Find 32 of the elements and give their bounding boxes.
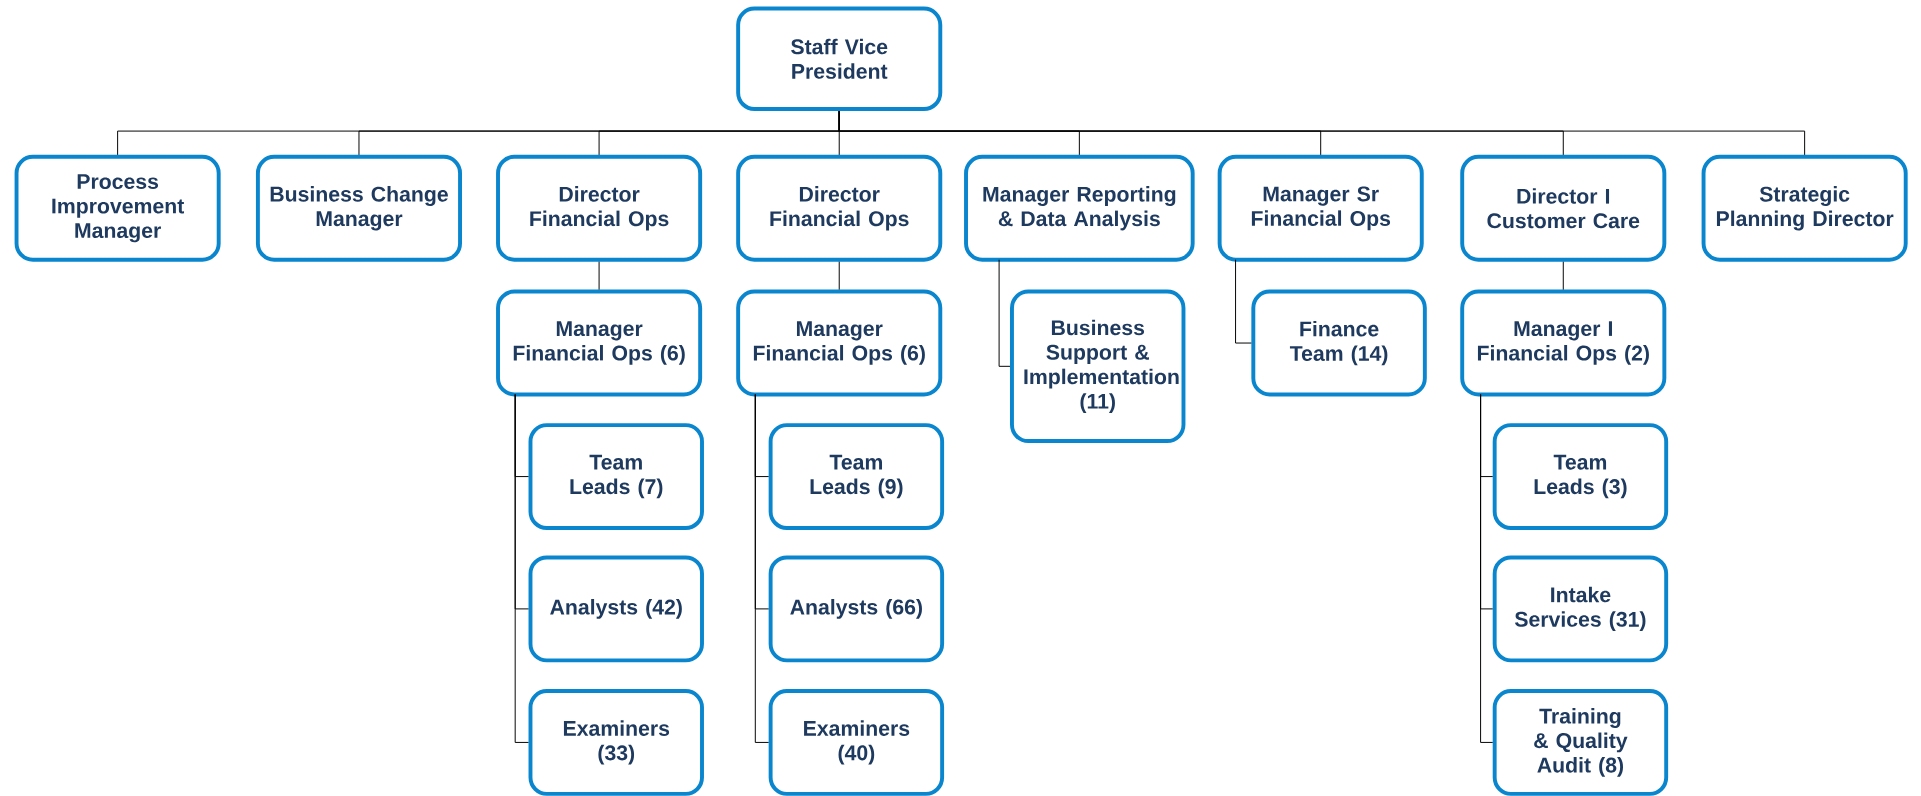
connector-line xyxy=(838,110,1806,156)
org-box: Examiners (33) xyxy=(528,688,704,796)
org-box: Manager Financial Ops (6) xyxy=(736,289,943,397)
org-box: Process Improvement Manager xyxy=(14,154,221,262)
org-box: Intake Services (31) xyxy=(1492,555,1669,663)
org-box: Manager I Financial Ops (2) xyxy=(1460,289,1667,397)
org-box: Director I Customer Care xyxy=(1460,154,1667,262)
org-box: Finance Team (14) xyxy=(1251,289,1427,397)
connector-line xyxy=(754,393,770,743)
org-box: Strategic Planning Director xyxy=(1701,154,1908,262)
org-box: Director Financial Ops xyxy=(496,154,703,262)
org-box: Team Leads (9) xyxy=(768,423,945,530)
org-box: Director Financial Ops xyxy=(736,154,943,262)
org-box: Business Change Manager xyxy=(255,154,462,262)
org-box: Team Leads (7) xyxy=(528,423,704,530)
org-box: Training & Quality Audit (8) xyxy=(1492,688,1669,796)
org-box: Staff Vice President xyxy=(736,6,943,111)
org-box: Analysts (66) xyxy=(768,555,945,663)
org-box: Business Support & Implementation (11) xyxy=(1010,289,1186,443)
org-box: Team Leads (3) xyxy=(1492,423,1669,530)
connector-line xyxy=(1235,259,1252,344)
org-box: Manager Financial Ops (6) xyxy=(496,289,703,397)
connector-line xyxy=(1562,261,1564,290)
org-box: Analysts (42) xyxy=(528,555,704,663)
connector-line xyxy=(514,393,529,743)
org-box: Manager Sr Financial Ops xyxy=(1217,154,1424,262)
org-box: Manager Reporting & Data Analysis xyxy=(964,154,1195,262)
org-box: Examiners (40) xyxy=(768,688,945,796)
connector-line xyxy=(838,261,840,290)
connector-line xyxy=(998,259,1011,367)
connector-line xyxy=(598,261,600,290)
connector-line xyxy=(1480,393,1494,743)
